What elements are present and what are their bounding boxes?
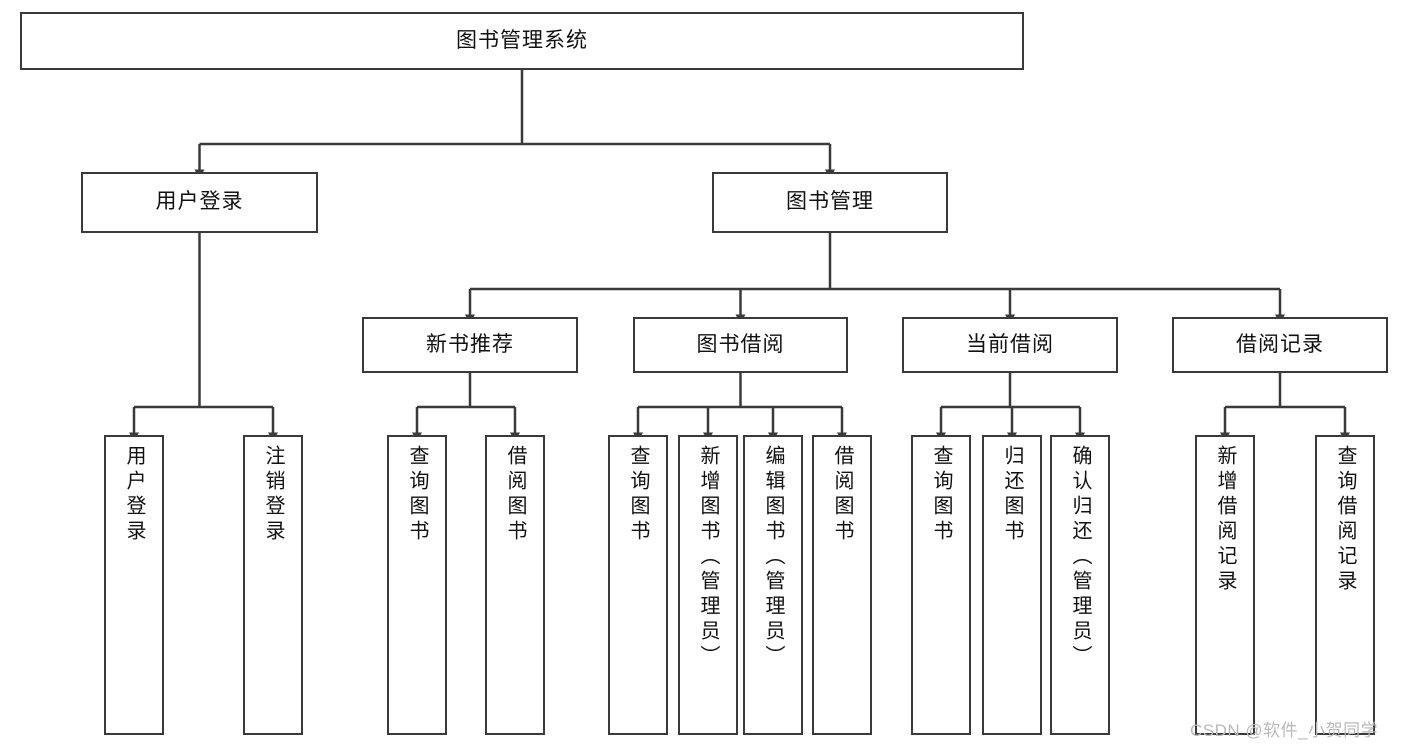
node-leaf-borrow-book-rec[interactable]: 借阅图书 [485, 435, 545, 735]
node-label: 新书推荐 [426, 332, 514, 356]
node-label: 查询借阅记录 [1334, 445, 1356, 595]
node-label: 编辑图书（管理员） [762, 445, 784, 670]
node-label: 新增图书（管理员） [697, 445, 719, 670]
node-label: 归还图书 [1001, 445, 1023, 545]
node-label: 新增借阅记录 [1214, 445, 1236, 595]
node-label: 借阅图书 [504, 445, 526, 545]
node-leaf-borrow-book[interactable]: 借阅图书 [812, 435, 872, 735]
node-leaf-user-logout[interactable]: 注销登录 [243, 435, 303, 735]
node-label: 查询图书 [406, 445, 428, 545]
node-label: 查询图书 [627, 445, 649, 545]
node-leaf-return-book[interactable]: 归还图书 [982, 435, 1042, 735]
node-user-login[interactable]: 用户登录 [81, 172, 318, 233]
watermark-label: CSDN @软件_小贺同学 [1190, 721, 1379, 740]
node-leaf-edit-book[interactable]: 编辑图书（管理员） [743, 435, 803, 735]
node-label: 当前借阅 [966, 332, 1054, 356]
node-current-borrow[interactable]: 当前借阅 [902, 317, 1118, 373]
node-root[interactable]: 图书管理系统 [20, 12, 1024, 70]
node-label: 注销登录 [262, 445, 284, 545]
node-leaf-query-book-current[interactable]: 查询图书 [911, 435, 971, 735]
node-label: 借阅记录 [1236, 332, 1324, 356]
node-book-manage[interactable]: 图书管理 [712, 172, 948, 233]
node-label: 图书管理系统 [456, 28, 588, 52]
node-book-borrow[interactable]: 图书借阅 [633, 317, 848, 373]
node-label: 用户登录 [155, 190, 244, 214]
node-leaf-add-record[interactable]: 新增借阅记录 [1195, 435, 1255, 735]
node-leaf-query-book-borrow[interactable]: 查询图书 [608, 435, 668, 735]
node-leaf-add-book[interactable]: 新增图书（管理员） [678, 435, 738, 735]
node-new-book-recommend[interactable]: 新书推荐 [362, 317, 578, 373]
node-label: 借阅图书 [831, 445, 853, 545]
node-leaf-confirm-return[interactable]: 确认归还（管理员） [1050, 435, 1110, 735]
node-leaf-query-record[interactable]: 查询借阅记录 [1315, 435, 1375, 735]
node-borrow-record[interactable]: 借阅记录 [1172, 317, 1388, 373]
node-label: 确认归还（管理员） [1069, 445, 1091, 670]
node-leaf-query-book-rec[interactable]: 查询图书 [387, 435, 447, 735]
node-label: 图书管理 [786, 190, 874, 214]
node-label: 图书借阅 [696, 332, 785, 356]
node-leaf-user-login[interactable]: 用户登录 [104, 435, 164, 735]
node-label: 用户登录 [123, 445, 145, 545]
node-label: 查询图书 [930, 445, 952, 545]
